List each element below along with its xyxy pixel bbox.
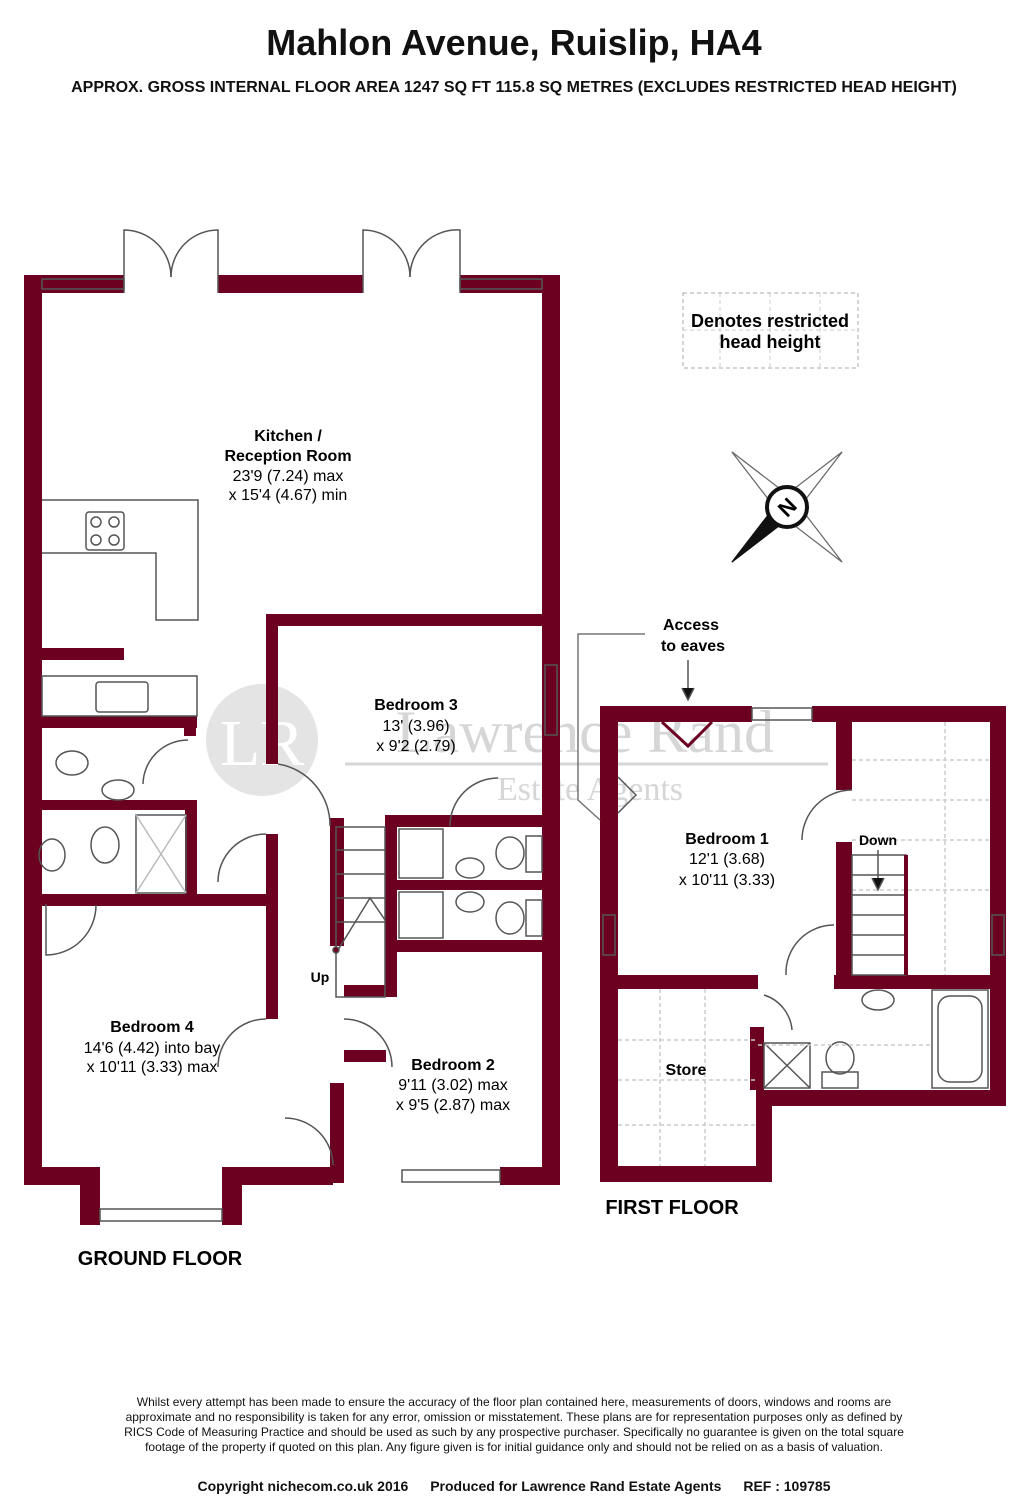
ground-floor-details bbox=[38, 229, 558, 1222]
access-eaves-line1: Access bbox=[663, 617, 719, 634]
store-label: Store bbox=[666, 1062, 707, 1079]
legend-line1: Denotes restricted bbox=[691, 311, 849, 331]
bedroom2-dim1: 9'11 (3.02) max bbox=[398, 1077, 507, 1094]
bedroom1-dim2: x 10'11 (3.33) bbox=[679, 872, 775, 889]
first-floor-plan bbox=[600, 706, 1006, 1182]
restricted-head-height-legend: Denotes restricted head height bbox=[682, 292, 859, 369]
bedroom2-dim2: x 9'5 (2.87) max bbox=[396, 1097, 510, 1114]
bedroom1-dim1: 12'1 (3.68) bbox=[689, 851, 765, 868]
bedroom3-dim2: x 9'2 (2.79) bbox=[376, 738, 456, 755]
footer-copyright: Copyright nichecom.co.uk 2016 bbox=[197, 1478, 409, 1494]
first-floor-labels: Access to eaves Bedroom 1 12'1 (3.68) x … bbox=[661, 617, 897, 1079]
first-floor-label: FIRST FLOOR bbox=[605, 1197, 739, 1219]
kitchen-name-line2: Reception Room bbox=[224, 448, 351, 465]
footer-produced: Produced for Lawrence Rand Estate Agents bbox=[430, 1478, 722, 1494]
footer-ref: REF : 109785 bbox=[743, 1478, 831, 1494]
compass-icon bbox=[731, 451, 843, 563]
bedroom3-dim1: 13' (3.96) bbox=[382, 718, 449, 735]
floor-plan: LR Lawrence Rand Estate Agents Denotes r… bbox=[24, 229, 1006, 1270]
access-eaves-line2: to eaves bbox=[661, 638, 725, 655]
ground-floor-labels: Kitchen / Reception Room 23'9 (7.24) max… bbox=[84, 428, 510, 1114]
legend-line2: head height bbox=[719, 332, 820, 352]
ground-floor-plan bbox=[24, 275, 560, 1225]
bedroom4-name: Bedroom 4 bbox=[110, 1019, 194, 1036]
kitchen-name-line1: Kitchen / bbox=[254, 428, 322, 445]
bedroom3-name: Bedroom 3 bbox=[374, 697, 458, 714]
bedroom4-dim1: 14'6 (4.42) into bay bbox=[84, 1040, 220, 1057]
watermark-monogram: LR bbox=[220, 707, 304, 780]
disclaimer-text: Whilst every attempt has been made to en… bbox=[124, 1395, 904, 1454]
bedroom1-name: Bedroom 1 bbox=[685, 831, 769, 848]
footer: Copyright nichecom.co.uk 2016 Produced f… bbox=[0, 1478, 1028, 1494]
bedroom2-name: Bedroom 2 bbox=[411, 1057, 495, 1074]
ground-floor-label: GROUND FLOOR bbox=[78, 1248, 243, 1270]
floor-area-subtitle: APPROX. GROSS INTERNAL FLOOR AREA 1247 S… bbox=[71, 79, 957, 96]
first-floor-details bbox=[577, 633, 1005, 1166]
watermark: LR Lawrence Rand Estate Agents bbox=[206, 684, 828, 808]
stairs-up-label: Up bbox=[311, 969, 330, 985]
kitchen-dim1: 23'9 (7.24) max bbox=[233, 468, 344, 485]
kitchen-dim2: x 15'4 (4.67) min bbox=[229, 487, 348, 504]
bedroom4-dim2: x 10'11 (3.33) max bbox=[87, 1059, 218, 1076]
watermark-line2: Estate Agents bbox=[497, 771, 683, 808]
stairs-down-label: Down bbox=[859, 832, 897, 848]
plan-title: Mahlon Avenue, Ruislip, HA4 bbox=[266, 22, 762, 63]
